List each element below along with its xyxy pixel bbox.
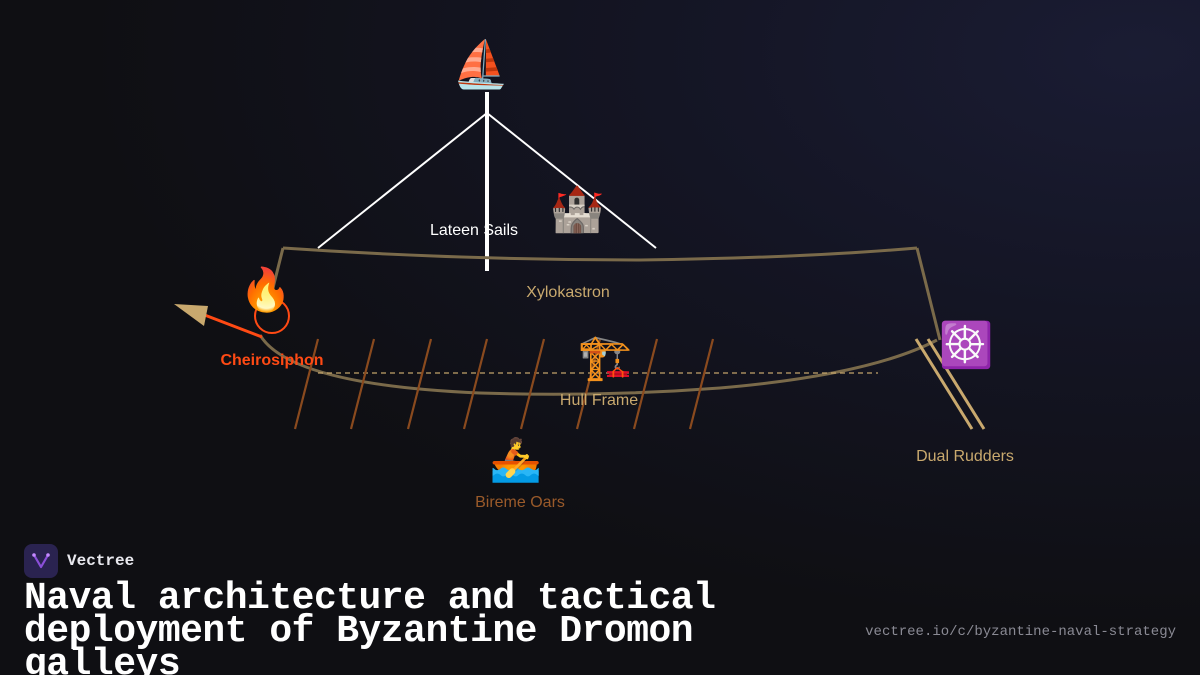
xylokastron-label: Xylokastron <box>526 284 610 301</box>
sail-yard-right <box>486 112 657 249</box>
oar <box>575 338 602 430</box>
castle-icon: 🏰 <box>549 184 605 235</box>
page-title: Naval architecture and tactical deployme… <box>24 577 716 675</box>
deck-line <box>282 246 918 262</box>
sail-yard-left <box>317 112 488 249</box>
oar <box>519 338 546 430</box>
sailboat-icon: ⛵ <box>452 37 510 91</box>
rowboat-icon: 🚣 <box>489 435 543 484</box>
oar <box>293 338 320 430</box>
oar <box>632 338 659 430</box>
brand: Vectree <box>24 544 134 578</box>
oars-label: Bireme Oars <box>475 494 565 511</box>
fire-icon: 🔥 <box>239 265 293 314</box>
vectree-logo <box>24 544 58 578</box>
brand-name: Vectree <box>67 552 135 570</box>
rudder-right <box>926 338 986 430</box>
bow-post <box>270 247 285 293</box>
siphon-pipe <box>201 312 263 339</box>
oar-bank <box>293 338 715 430</box>
oar <box>349 338 376 430</box>
vectree-logo-mark <box>32 553 50 569</box>
sails-label: Lateen Sails <box>429 222 519 239</box>
hull-label: Hull Frame <box>559 392 639 409</box>
source-url: vectree.io/c/byzantine-naval-strategy <box>865 624 1176 640</box>
oar <box>688 338 715 430</box>
rudder-left <box>914 338 974 430</box>
siphon-ring <box>254 298 290 334</box>
ship-wheel-icon: ☸️ <box>938 320 994 371</box>
oar <box>462 338 489 430</box>
stern-post <box>915 247 942 341</box>
construction-crane-icon: 🏗️ <box>577 332 633 383</box>
oar <box>406 338 433 430</box>
ram-spur <box>174 304 208 326</box>
cheirosiphon-label: Cheirosiphon <box>220 352 324 369</box>
rudders-label: Dual Rudders <box>916 448 1014 465</box>
hull-curve <box>258 334 938 396</box>
